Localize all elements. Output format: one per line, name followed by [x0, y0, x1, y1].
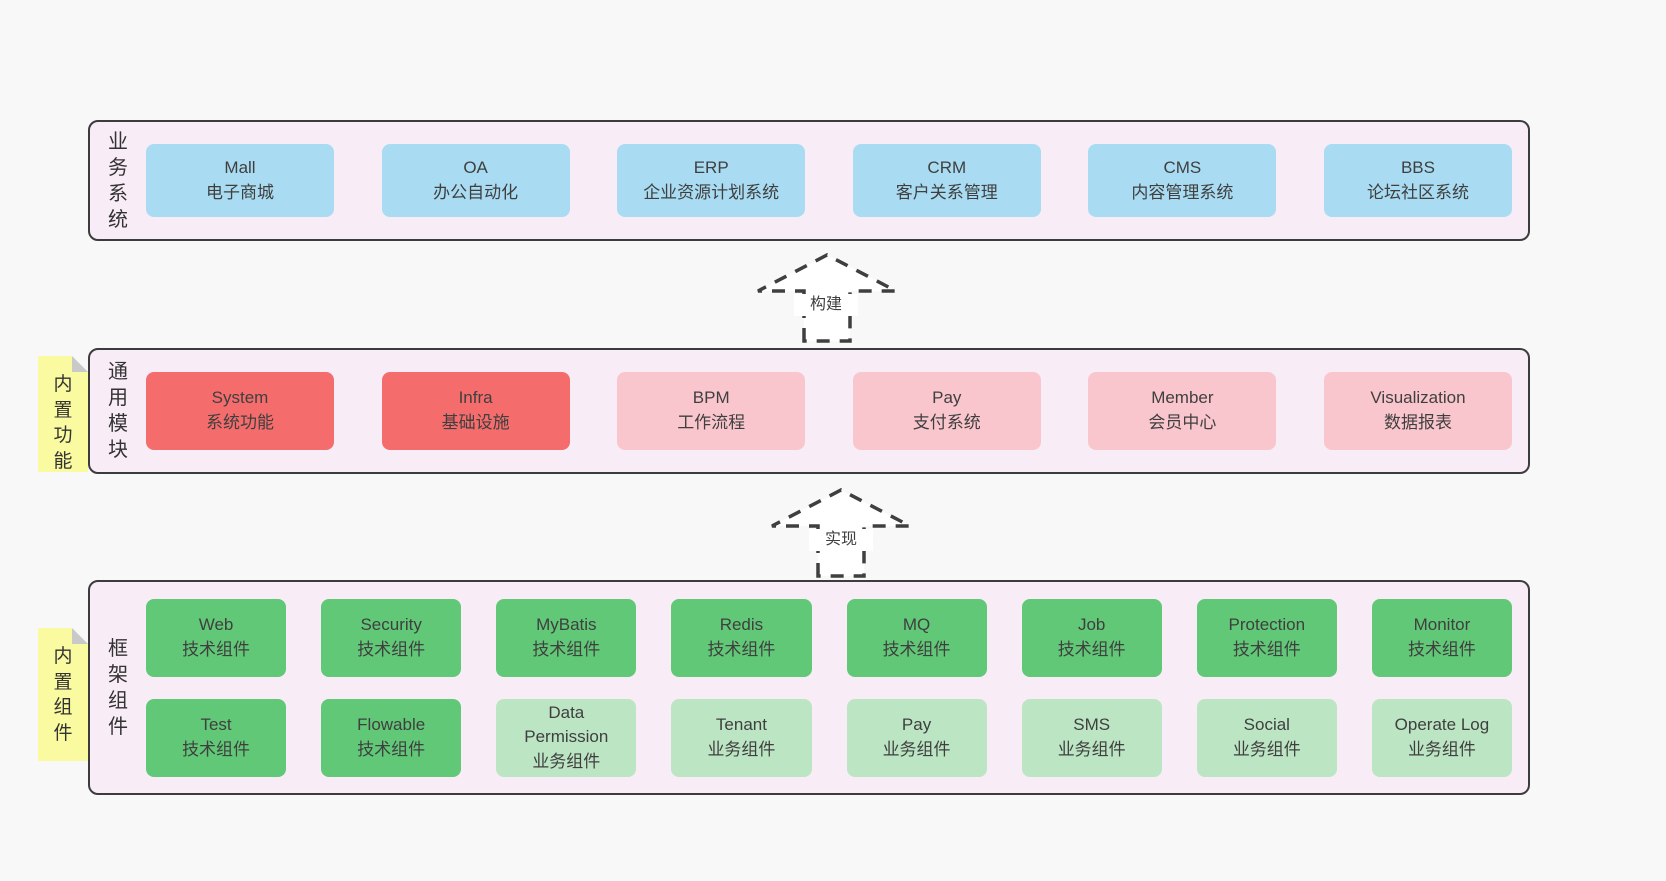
box-subtitle: 内容管理系统: [1131, 182, 1234, 202]
common-modules-boxes: System 系统功能 Infra 基础设施 BPM 工作流程 Pay 支付系统…: [146, 372, 1512, 450]
box-subtitle: 技术组件: [707, 639, 776, 659]
box-test: Test 技术组件: [146, 698, 287, 777]
box-title: MyBatis: [536, 614, 597, 634]
box-subtitle: 业务组件: [882, 739, 951, 759]
box-mall: Mall 电子商城: [146, 144, 334, 217]
box-cms: CMS 内容管理系统: [1088, 144, 1277, 217]
framework-components-boxes: Web 技术组件 Security 技术组件 MyBatis 技术组件 Redi…: [146, 598, 1512, 777]
box-title: Test: [200, 714, 232, 734]
box-title: Redis: [719, 614, 764, 634]
box-web: Web 技术组件: [146, 598, 287, 677]
business-systems-label: 业务系统: [108, 130, 128, 231]
box-subtitle: 业务组件: [1232, 739, 1301, 759]
box-title: SMS: [1073, 714, 1111, 734]
common-modules-label: 通用模块: [108, 361, 128, 461]
box-subtitle: 会员中心: [1148, 413, 1217, 432]
box-title: Pay: [901, 714, 932, 734]
business-systems-panel: 业务系统 Mall 电子商城 OA 办公自动化 ERP 企业资源计划系统 CRM…: [88, 120, 1530, 241]
common-modules-panel: 通用模块 System 系统功能 Infra 基础设施 BPM 工作流程 Pay…: [88, 348, 1530, 474]
framework-components-panel: 框架组件 Web 技术组件 Security 技术组件 MyBatis 技术组件…: [88, 580, 1530, 795]
build-arrow-label: 构建: [794, 294, 858, 316]
box-subtitle: 技术组件: [182, 639, 251, 659]
builtin-features-note: 内置功能: [38, 356, 88, 472]
box-crm: CRM 客户关系管理: [852, 144, 1041, 217]
box-subtitle: 技术组件: [1232, 639, 1301, 659]
box-subtitle: 技术组件: [357, 639, 426, 659]
box-title: Monitor: [1413, 614, 1471, 634]
box-title: Job: [1077, 614, 1106, 634]
box-mybatis: MyBatis 技术组件: [496, 598, 637, 677]
box-subtitle: 客户关系管理: [895, 182, 998, 202]
box-title: OA: [463, 157, 488, 177]
builtin-features-note-text: 内置功能: [53, 374, 73, 472]
builtin-components-note: 内置组件: [38, 628, 88, 761]
box-subtitle: 电子商城: [206, 182, 274, 202]
box-security: Security 技术组件: [321, 598, 462, 677]
box-infra: Infra 基础设施: [381, 372, 570, 450]
box-title: Pay: [932, 388, 962, 408]
box-subtitle: 业务组件: [532, 751, 601, 771]
box-subtitle: 技术组件: [1057, 639, 1126, 659]
box-subtitle: 论坛社区系统: [1366, 182, 1469, 202]
box-subtitle: 技术组件: [532, 639, 601, 659]
box-member: Member 会员中心: [1088, 372, 1277, 450]
box-data-permission: Data Permission 业务组件: [496, 698, 637, 777]
box-redis: Redis 技术组件: [671, 598, 812, 677]
box-tenant: Tenant 业务组件: [671, 698, 812, 777]
builtin-components-note-text: 内置组件: [53, 646, 73, 744]
box-subtitle: 支付系统: [912, 413, 981, 432]
box-pay-component: Pay 业务组件: [846, 698, 987, 777]
box-title: Tenant: [715, 714, 767, 734]
box-title: Infra: [458, 388, 493, 408]
box-subtitle: 技术组件: [182, 739, 251, 759]
box-operate-log: Operate Log 业务组件: [1371, 698, 1512, 777]
box-subtitle: 办公自动化: [433, 182, 519, 202]
box-title: Protection: [1228, 614, 1306, 634]
box-title: Web: [198, 614, 234, 634]
box-pay-module: Pay 支付系统: [852, 372, 1041, 450]
box-subtitle: 技术组件: [357, 739, 426, 759]
box-title: ERP: [693, 157, 729, 177]
box-title: System: [211, 388, 269, 408]
box-job: Job 技术组件: [1021, 598, 1162, 677]
box-bbs: BBS 论坛社区系统: [1323, 144, 1512, 217]
box-flowable: Flowable 技术组件: [321, 698, 462, 777]
box-subtitle: 技术组件: [882, 639, 951, 659]
business-systems-boxes: Mall 电子商城 OA 办公自动化 ERP 企业资源计划系统 CRM 客户关系…: [146, 144, 1512, 217]
box-title: BPM: [692, 388, 730, 408]
box-subtitle: 数据报表: [1383, 413, 1452, 432]
box-subtitle: 业务组件: [1057, 739, 1126, 759]
box-title: Mall: [224, 157, 256, 177]
box-social: Social 业务组件: [1196, 698, 1337, 777]
box-monitor: Monitor 技术组件: [1371, 598, 1512, 677]
box-title: Flowable: [357, 714, 426, 734]
box-subtitle: 业务组件: [1407, 739, 1476, 759]
box-subtitle: 基础设施: [441, 413, 510, 432]
box-title: MQ: [902, 614, 931, 634]
box-subtitle: 企业资源计划系统: [643, 182, 780, 202]
box-title: Operate Log: [1394, 714, 1490, 734]
box-title: CMS: [1163, 157, 1202, 177]
box-title: Social: [1243, 714, 1290, 734]
box-title: CRM: [927, 157, 967, 177]
box-title: BBS: [1400, 157, 1435, 177]
box-erp: ERP 企业资源计划系统: [617, 144, 806, 217]
box-subtitle: 系统功能: [206, 413, 274, 432]
framework-components-label: 框架组件: [108, 637, 128, 738]
box-system: System 系统功能: [146, 372, 334, 450]
box-title: Data Permission: [524, 702, 609, 747]
box-mq: MQ 技术组件: [846, 598, 987, 677]
implement-arrow-label: 实现: [809, 529, 873, 551]
box-sms: SMS 业务组件: [1021, 698, 1162, 777]
box-title: Visualization: [1370, 388, 1466, 408]
box-subtitle: 技术组件: [1407, 639, 1476, 659]
box-bpm: BPM 工作流程: [617, 372, 806, 450]
box-subtitle: 业务组件: [707, 739, 776, 759]
box-oa: OA 办公自动化: [381, 144, 570, 217]
box-title: Member: [1151, 388, 1214, 408]
box-protection: Protection 技术组件: [1196, 598, 1337, 677]
box-title: Security: [360, 614, 422, 634]
box-subtitle: 工作流程: [677, 413, 746, 432]
box-visualization: Visualization 数据报表: [1323, 372, 1512, 450]
